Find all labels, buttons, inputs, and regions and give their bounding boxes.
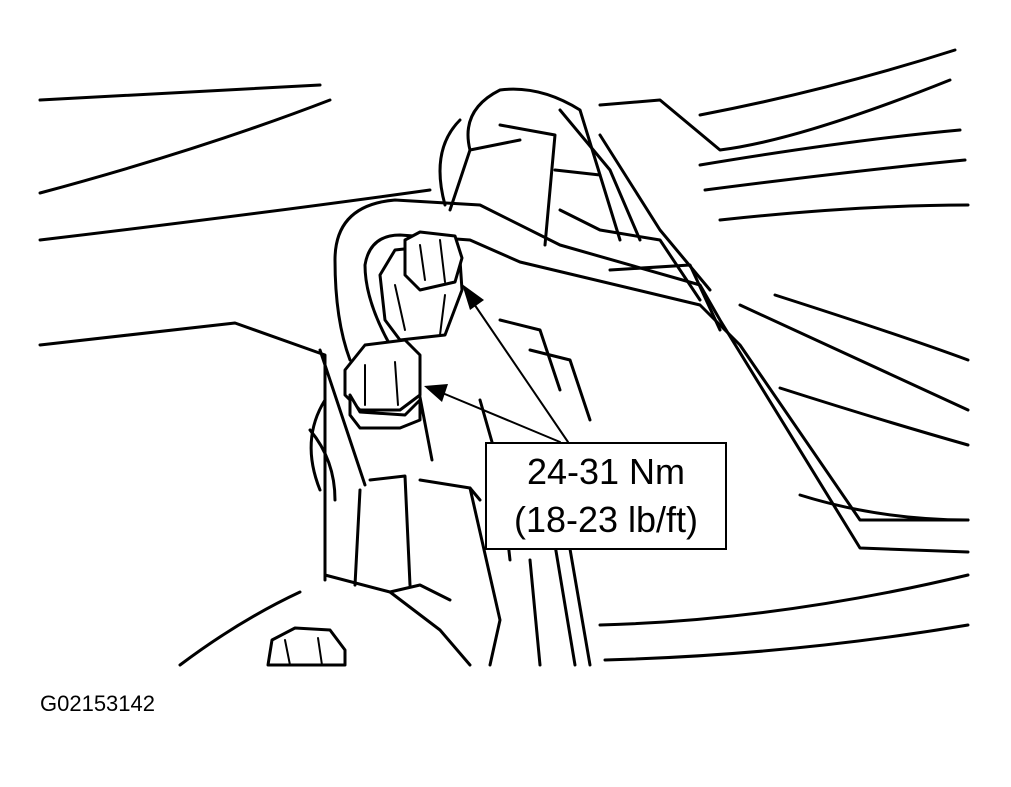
lower-nut-arrowhead xyxy=(424,384,448,402)
figure-id: G02153142 xyxy=(40,691,155,716)
callout-arrows xyxy=(424,284,569,443)
torque-imperial-label: (18-23 lb/ft) xyxy=(514,499,698,540)
torque-metric-label: 24-31 Nm xyxy=(527,451,685,492)
background-lines xyxy=(38,48,970,662)
torque-callout-box xyxy=(485,442,727,550)
upper-fitting-nut xyxy=(378,230,464,342)
upper-nut-arrowhead xyxy=(462,284,484,310)
brake-tube xyxy=(333,87,970,554)
lower-fitting-nut xyxy=(343,338,422,430)
torque-callout: 24-31 Nm (18-23 lb/ft) xyxy=(485,442,727,550)
bolt-head xyxy=(266,626,347,667)
